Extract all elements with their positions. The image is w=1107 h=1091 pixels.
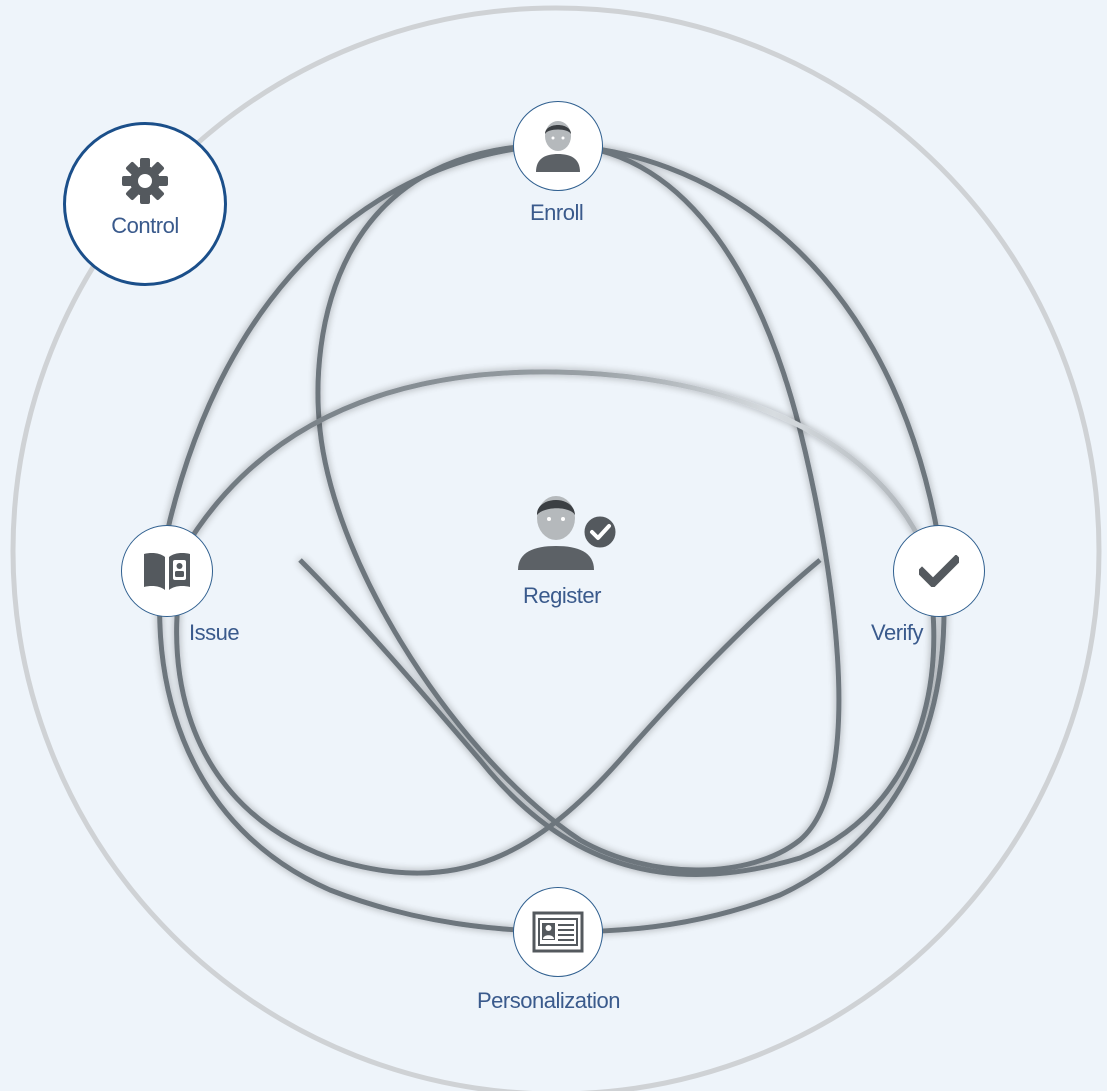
loop-right: [555, 142, 947, 935]
verify-node[interactable]: [893, 525, 985, 617]
issue-label[interactable]: Issue: [189, 620, 240, 645]
loop-left: [157, 142, 557, 935]
loop-vertical: [315, 142, 842, 873]
outer-ring: [10, 5, 1102, 1091]
control-label: Control: [111, 213, 179, 238]
personalization-label[interactable]: Personalization: [477, 988, 620, 1013]
checkmark-icon: [919, 555, 959, 587]
issue-node[interactable]: [121, 525, 213, 617]
id-card-icon: [532, 911, 584, 953]
control-node[interactable]: Control: [63, 122, 227, 286]
user-icon: [536, 121, 580, 172]
loop-issue: [174, 539, 822, 876]
loop-arc: [187, 369, 923, 542]
personalization-node[interactable]: [513, 887, 603, 977]
enroll-label[interactable]: Enroll: [530, 200, 584, 225]
verify-label[interactable]: Verify: [871, 620, 924, 645]
user-check-icon: [518, 496, 619, 570]
register-label[interactable]: Register: [523, 583, 601, 608]
gear-icon: [122, 158, 168, 204]
enroll-node[interactable]: [513, 101, 603, 191]
id-book-icon: [144, 553, 190, 590]
loop-verify: [298, 539, 937, 877]
